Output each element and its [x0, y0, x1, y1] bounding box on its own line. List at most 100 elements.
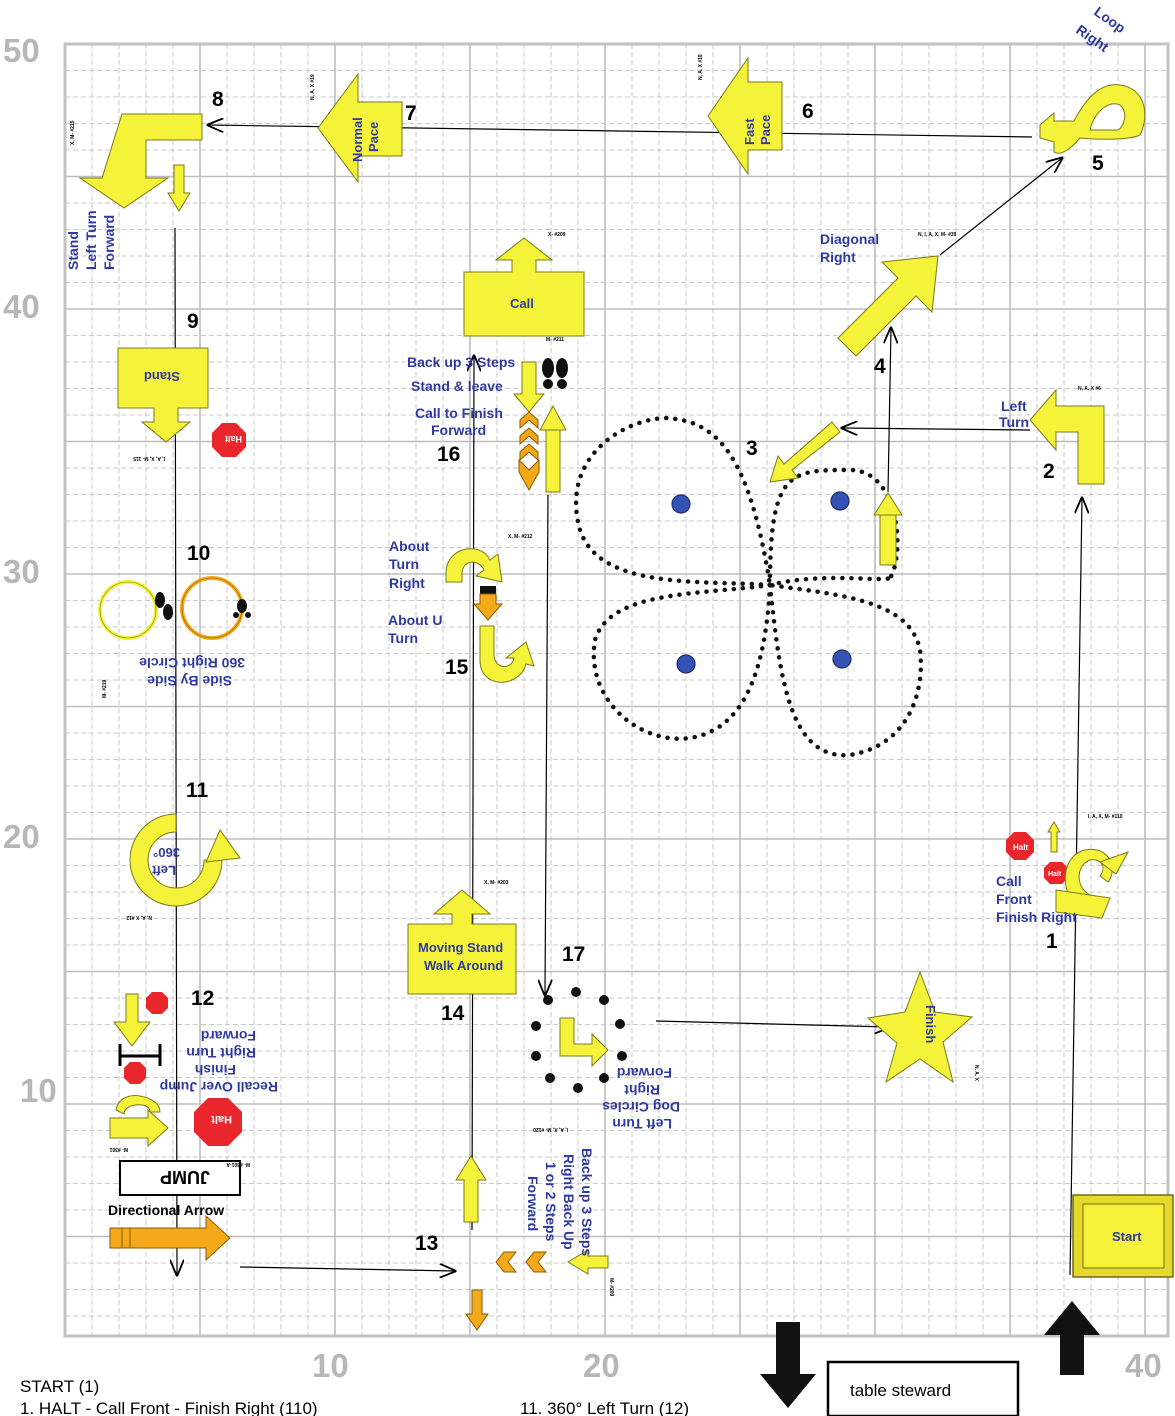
- station-2-sign: Left Turn N, A, X #6: [999, 386, 1105, 485]
- grid: [63, 42, 1170, 1338]
- paw-prints: [531, 987, 627, 1093]
- x-axis-label: 10: [312, 1347, 349, 1384]
- directional-label: Directional Arrow: [108, 1202, 224, 1218]
- sign-label: Stand: [144, 369, 180, 384]
- legend-line: 11. 360° Left Turn (12): [520, 1399, 689, 1416]
- legend-line: 1. HALT - Call Front - Finish Right (110…: [20, 1399, 318, 1416]
- sign-code: X, M- #215: [70, 120, 76, 145]
- label-text: Finish: [195, 1062, 236, 1078]
- label-text: Right: [820, 249, 856, 265]
- sign-label: Left: [152, 863, 177, 878]
- sign-code: N, A, X #12: [126, 914, 152, 920]
- label-text: Left Turn: [612, 1116, 672, 1132]
- finish-label: Finish: [923, 1005, 938, 1043]
- path-16-down: [545, 494, 548, 995]
- halt-label: Halt: [211, 1113, 232, 1125]
- station-number: 15: [445, 656, 469, 679]
- station-11-sign: 360° Left N, A, X #12: [126, 813, 241, 920]
- halt-label: Halt: [1013, 843, 1028, 852]
- cone-marker: [832, 649, 852, 669]
- label-text: About: [389, 538, 430, 554]
- sign-code: N, A, X #19: [310, 74, 316, 100]
- station-10-sign: 360 Right Circle Side By Side M- #219: [98, 576, 251, 698]
- station-5-sign: Loop Right: [1039, 3, 1146, 154]
- station-13-sign: Back up 3 Steps Right Back Up 1 or 2 Ste…: [455, 1148, 614, 1331]
- label-text: Right: [624, 1082, 660, 1098]
- station-number: 6: [802, 100, 814, 123]
- sign-code: I, A, X, M- #110: [1088, 814, 1123, 820]
- label-text: Right Turn: [186, 1045, 256, 1061]
- path-4-to-5: [939, 158, 1062, 256]
- station-17-sign: Left Turn Dog Circles Right Forward I, A…: [531, 987, 680, 1132]
- sign-code: M- #301-A: [226, 1161, 250, 1167]
- station-numbers: 1 2 3 4 5 6 7 8 9 10 11 12 13 14 15 16 1…: [186, 88, 1104, 1255]
- y-axis-label: 30: [3, 553, 40, 590]
- label-text: Back up 3 Steps: [407, 354, 515, 370]
- station-3-sign: [769, 421, 841, 483]
- start-sign: Start: [1072, 1194, 1174, 1278]
- sign-code: N, I, A, X, M- #39: [918, 232, 957, 238]
- cone-marker: [830, 491, 850, 511]
- station-number: 17: [562, 943, 585, 966]
- sign-label: Pace: [366, 122, 381, 152]
- station-number: 2: [1043, 460, 1055, 483]
- sign-label: Pace: [758, 115, 773, 145]
- start-label: Start: [1112, 1229, 1142, 1244]
- path-13-up: [472, 356, 474, 1231]
- label-text: Recall Over Jump: [160, 1079, 278, 1095]
- station-14-sign: Moving Stand Walk Around X, M- #203: [407, 880, 517, 995]
- x-axis-label: 40: [1125, 1347, 1162, 1384]
- entry-arrow-down-icon: [760, 1322, 816, 1408]
- label-text: Dog Circles: [602, 1099, 680, 1115]
- path-2-to-3: [842, 428, 1031, 430]
- sign-code: I, A, X, M- 115: [133, 455, 165, 461]
- sign-label: Normal: [350, 117, 365, 162]
- sign-code: N, A, X: [973, 1065, 979, 1082]
- label-text: Turn: [389, 556, 419, 572]
- station-9-sign: Stand Halt I, A, X, M- 115: [117, 347, 246, 461]
- station-7-sign: Normal Pace N, A, X #19: [310, 72, 403, 184]
- exit-arrow-up-icon: [1044, 1301, 1100, 1375]
- path-to-13: [239, 1267, 455, 1271]
- axis-labels: 50 40 30 20 10 10 20 40: [3, 32, 1162, 1384]
- label-text: Forward: [617, 1065, 672, 1081]
- label-text: Call: [996, 873, 1022, 889]
- label-text: Right Back Up: [561, 1154, 577, 1250]
- station-1-sign: Halt Halt Call Front Finish Right I, A, …: [996, 814, 1130, 925]
- station-number: 12: [191, 987, 214, 1010]
- y-axis-label: 10: [20, 1072, 57, 1109]
- y-axis-label: 50: [3, 32, 40, 69]
- station-number: 7: [405, 102, 417, 125]
- station-number: 14: [441, 1002, 465, 1025]
- sign-code: X, M- #203: [484, 880, 509, 886]
- halt-label: Halt: [1048, 871, 1062, 878]
- label-text: Left: [1001, 398, 1027, 414]
- finish-star: Finish N, A, X: [866, 970, 979, 1084]
- table-steward-box: [826, 1360, 1020, 1416]
- station-15-sign: About Turn Right About U Turn X, M- #212: [388, 534, 535, 683]
- jump-label: JUMP: [160, 1167, 210, 1187]
- station-number: 13: [415, 1232, 438, 1255]
- station-6-sign: Fast Pace N, A, X #18: [698, 54, 783, 176]
- sign-label: Fast: [742, 118, 757, 145]
- label-text: Forward: [431, 422, 486, 438]
- label-text: Forward: [101, 215, 117, 270]
- station-number: 5: [1092, 152, 1104, 175]
- station-number: 3: [746, 437, 758, 460]
- cone-marker: [671, 494, 691, 514]
- path-4-up: [888, 328, 891, 493]
- sign-code: I, A, X, M- #120: [533, 1126, 568, 1132]
- label-text: Right: [389, 575, 425, 591]
- station-8-sign: Stand Left Turn Forward X, M- #215: [65, 113, 203, 270]
- label-text: 1 or 2 Steps: [543, 1162, 559, 1242]
- label-text: Stand: [65, 231, 81, 270]
- station-4-sign: Diagonal Right N, I, A, X, M- #39: [820, 231, 957, 566]
- station-number: 9: [187, 310, 199, 333]
- label-text: Finish Right: [996, 909, 1077, 925]
- sign-label: Moving Stand: [418, 940, 503, 955]
- sign-code: M- #211: [546, 337, 564, 343]
- label-text: About U: [388, 612, 442, 628]
- station-number: 11: [186, 779, 209, 802]
- label-text: 360 Right Circle: [139, 655, 245, 671]
